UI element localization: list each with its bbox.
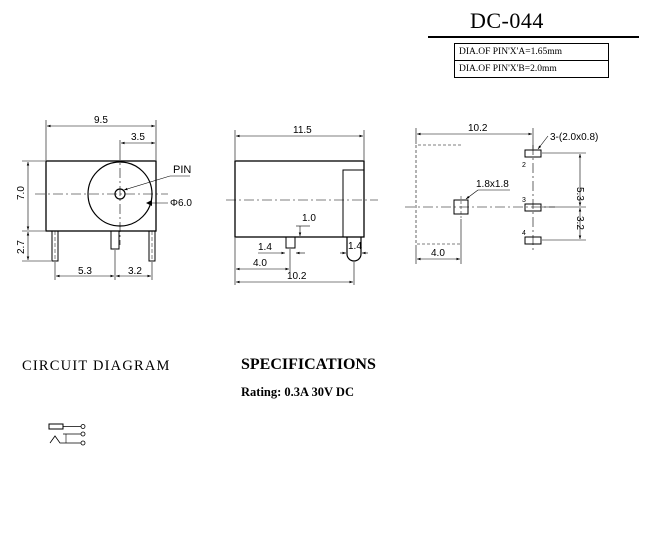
side-dim-rear-pin-text: 1.4	[348, 241, 362, 252]
front-pin-label: PIN	[173, 164, 191, 176]
footprint-dim-offset-text: 4.0	[431, 248, 445, 259]
circuit-plug-body	[48, 423, 64, 430]
front-pin-leader	[123, 175, 171, 191]
rating-text: Rating: 0.3A 30V DC	[241, 385, 354, 399]
front-dim-center-text: 3.5	[131, 132, 145, 143]
front-dim-pitch-left-text: 5.3	[78, 266, 92, 277]
footprint-pad-leader	[465, 189, 479, 200]
front-dim-height-text: 7.0	[16, 186, 27, 200]
side-body-outline	[234, 160, 365, 238]
circuit-symbol	[48, 423, 86, 446]
title-underline	[428, 36, 639, 38]
front-view: 9.5 3.5 7.0 2.7 5.3 3.2 PIN Φ6.0	[16, 115, 192, 280]
side-dim-pin-offset-text: 4.0	[253, 258, 267, 269]
front-dim-leg-text: 2.7	[16, 240, 27, 254]
front-dim-width-text: 9.5	[94, 115, 108, 126]
front-leg-center	[110, 230, 120, 250]
side-dim-pin-width-text: 1.4	[258, 242, 272, 253]
circuit-diagram-heading: CIRCUIT DIAGRAM	[22, 358, 171, 374]
footprint-slot-3	[524, 203, 542, 212]
footprint-pad-label: 1.8x1.8	[476, 179, 509, 190]
footprint-pin-number-2: 2	[522, 162, 526, 169]
front-diameter-label: Φ6.0	[170, 198, 192, 209]
pin-spec-row-b: DIA.OF PIN'X'B=2.0mm	[455, 60, 608, 77]
footprint-dim-lower-text: 3.2	[574, 216, 585, 230]
specifications-heading: SPECIFICATIONS	[241, 356, 376, 373]
side-rear-pin	[346, 237, 362, 262]
side-bottom-pin	[285, 236, 296, 249]
part-number-title: DC-044	[470, 8, 544, 33]
circuit-terminal-3	[80, 440, 86, 446]
footprint-view: 10.2 3-(2.0x0.8) 1.8x1.8 5.3 3.2 4.0 2 3…	[405, 123, 598, 264]
pin-spec-row-a: DIA.OF PIN'X'A=1.65mm	[459, 47, 562, 57]
circuit-switch-contact	[49, 435, 81, 444]
pin-spec-table: DIA.OF PIN'X'A=1.65mm DIA.OF PIN'X'B=2.0…	[454, 43, 609, 78]
front-body-outline	[45, 160, 157, 232]
footprint-slot-2	[524, 149, 542, 158]
footprint-dim-upper-text: 5.3	[574, 187, 585, 201]
front-diameter-arrowhead	[146, 200, 152, 206]
side-dim-overall-text: 10.2	[287, 271, 307, 282]
footprint-pin-number-4: 4	[522, 230, 526, 237]
front-dim-pitch-right-text: 3.2	[128, 266, 142, 277]
footprint-outline	[415, 144, 461, 245]
side-dim-length-text: 11.5	[293, 125, 312, 136]
side-rear-flange	[342, 169, 365, 238]
side-view: 11.5 1.0 1.4 1.4 4.0 10.2	[226, 125, 378, 285]
footprint-dim-width-text: 10.2	[468, 123, 488, 134]
side-dim-pin-height-text: 1.0	[302, 213, 316, 224]
footprint-pin-number-3: 3	[522, 197, 526, 204]
footprint-slot-label: 3-(2.0x0.8)	[550, 132, 598, 143]
circuit-terminal-2	[80, 431, 86, 437]
circuit-terminal-1	[80, 424, 86, 429]
footprint-slot-leader	[537, 135, 549, 150]
footprint-slot-4	[524, 236, 542, 245]
